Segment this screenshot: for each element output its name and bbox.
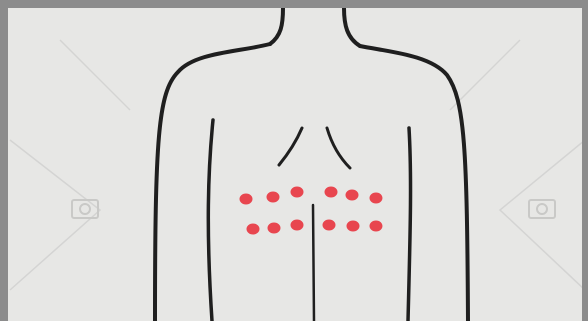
left-scapula-line — [279, 128, 302, 165]
left-shoulder-arm-line — [155, 44, 270, 321]
neck-left-line — [270, 8, 283, 44]
marker-dot — [370, 221, 383, 232]
marker-dot — [325, 187, 338, 198]
left-back-line — [208, 120, 213, 321]
marker-dot — [370, 193, 383, 204]
torso-outline — [155, 8, 468, 321]
marker-dot — [346, 190, 359, 201]
watermark — [10, 40, 582, 290]
marker-dot — [323, 220, 336, 231]
marker-dot — [347, 221, 360, 232]
marker-dot — [291, 187, 304, 198]
marker-dot — [291, 220, 304, 231]
spine-line — [313, 205, 314, 321]
marker-dot — [240, 194, 253, 205]
neck-right-line — [344, 8, 360, 46]
marker-dot — [247, 224, 260, 235]
right-shoulder-arm-line — [360, 46, 468, 321]
torso-illustration — [8, 8, 582, 321]
marker-dot — [267, 192, 280, 203]
marker-dot — [268, 223, 281, 234]
marker-group — [240, 187, 383, 235]
right-scapula-line — [327, 128, 350, 168]
right-back-line — [408, 128, 411, 321]
paper-sheet — [8, 8, 582, 321]
